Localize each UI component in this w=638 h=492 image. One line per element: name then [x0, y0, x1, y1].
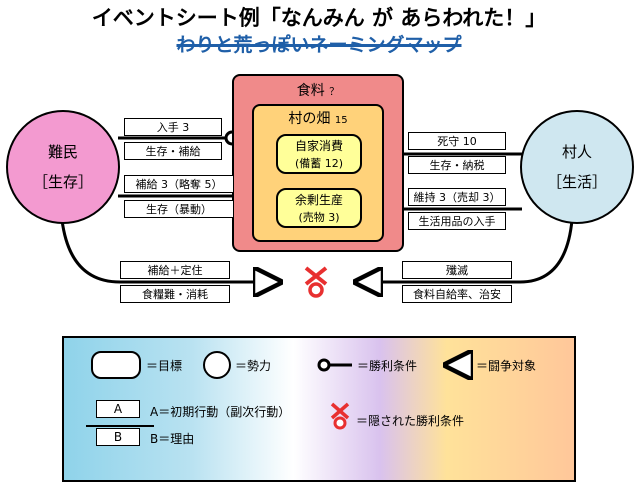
- self-consumption-stock: (備蓄 12): [294, 157, 344, 170]
- supply-action: 補給 3（略奪 5）: [124, 175, 234, 193]
- field-label: 村の畑: [288, 111, 331, 127]
- legend-desc-b: B＝理由: [150, 432, 195, 446]
- legend-force-icon: [203, 351, 231, 379]
- legend-conflict-text: ＝闘争対象: [476, 359, 537, 373]
- maintain-reason: 生活用品の入手: [408, 212, 506, 230]
- page-title: イベントシート例「なんみん が あらわれた！」: [91, 6, 547, 30]
- legend-icons: [86, 336, 576, 430]
- obtain-reason: 生存・補給: [124, 142, 222, 160]
- legend-panel: [62, 336, 576, 482]
- food-mark: ？: [329, 87, 340, 98]
- food-label: 食料: [296, 83, 325, 99]
- village-goal-reason: 食料自給率、治安: [402, 285, 512, 303]
- legend-hidden-icon: [330, 402, 350, 430]
- maintain-action: 維持 3（売却 3）: [408, 188, 506, 206]
- legend-goal-icon: [91, 351, 141, 379]
- self-consumption-title: 自家消費: [294, 139, 343, 153]
- legend-victory-icon: [317, 358, 352, 372]
- refugee-goal-line: [60, 219, 280, 282]
- village-goal-line: [356, 219, 574, 282]
- refugee-goal-action: 補給＋定住: [120, 261, 230, 279]
- legend-desc-a: A＝初期行動（副次行動）: [150, 405, 291, 419]
- villagers-role: ［生活］: [546, 173, 607, 191]
- defend-reason: 生存・納税: [408, 156, 506, 174]
- self-consumption-box: 自家消費 (備蓄 12): [276, 134, 362, 174]
- obtain-action: 入手 3: [124, 118, 222, 136]
- legend-victory-text: ＝勝利条件: [357, 359, 418, 373]
- surplus-box: 余剰生産 (売物 3): [276, 188, 362, 228]
- refugees-force: 難民 ［生存］: [6, 110, 120, 224]
- defend-action: 死守 10: [408, 132, 506, 150]
- hidden-victory-icon: [304, 266, 328, 298]
- refugees-role: ［生存］: [32, 173, 93, 191]
- villagers-name: 村人: [561, 143, 592, 161]
- villagers-force: 村人 ［生活］: [520, 110, 634, 224]
- surplus-sale: (売物 3): [298, 211, 340, 224]
- legend-box-a: A: [96, 400, 140, 418]
- legend-goal-text: ＝目標: [146, 359, 183, 373]
- village-goal-action: 殲滅: [402, 261, 512, 279]
- legend-box-b: B: [96, 428, 140, 446]
- page-subtitle: わりと荒っぽいネーミングマップ: [176, 34, 462, 56]
- supply-reason: 生存（暴動）: [124, 200, 234, 218]
- refugees-name: 難民: [47, 143, 78, 161]
- surplus-title: 余剰生産: [294, 193, 343, 207]
- legend-hidden-text: ＝隠された勝利条件: [356, 414, 465, 428]
- field-count: 15: [334, 115, 348, 126]
- refugee-goal-reason: 食糧難・消耗: [120, 285, 230, 303]
- legend-force-text: ＝勢力: [235, 359, 272, 373]
